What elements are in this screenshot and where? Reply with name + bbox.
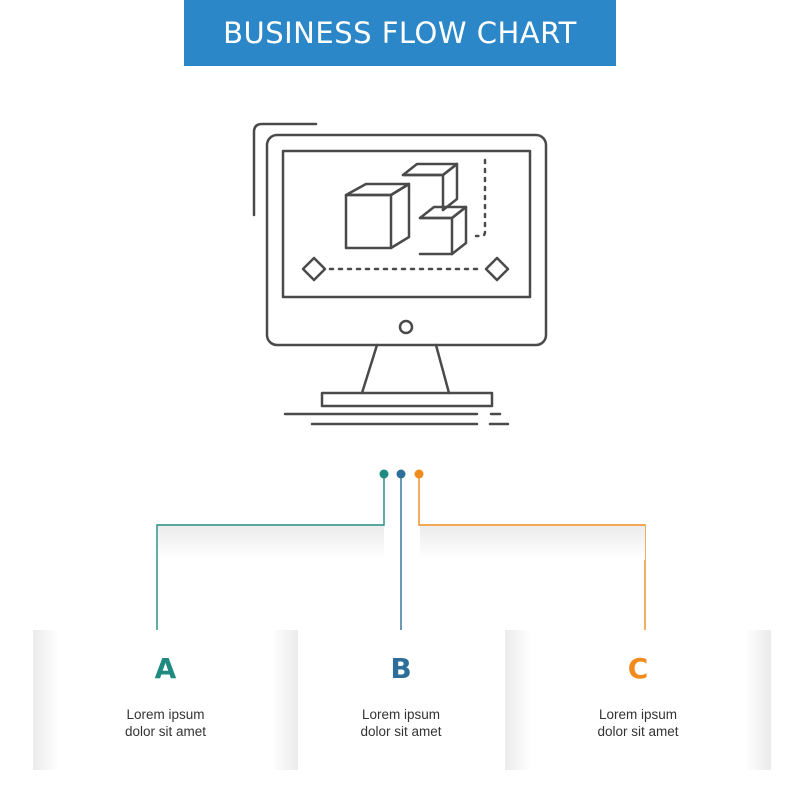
step-description: Lorem ipsum dolor sit amet (124, 707, 207, 739)
title-banner: BUSINESS FLOW CHART (184, 0, 616, 66)
power-button-icon (398, 319, 414, 335)
step-letter: A (154, 652, 177, 685)
base-lines (283, 412, 510, 426)
node-dot-c (414, 469, 424, 479)
node-dot-a (379, 469, 389, 479)
keyframe-diamond-icon (484, 256, 510, 282)
monitor-frame (265, 133, 548, 347)
branch-shade-right (420, 526, 645, 560)
step-description: Lorem ipsum dolor sit amet (597, 707, 679, 739)
step-card-a: A Lorem ipsum dolor sit amet (33, 630, 298, 770)
monitor-base (320, 391, 494, 408)
corner-bracket-icon (252, 122, 318, 217)
cube-icon (344, 182, 411, 250)
branch-shade-left (158, 526, 384, 560)
cube-icon (418, 205, 468, 256)
computer-monitor-icon (252, 122, 548, 426)
node-dot-b (396, 469, 406, 479)
step-card-c: C Lorem ipsum dolor sit amet (505, 630, 771, 770)
page-title: BUSINESS FLOW CHART (223, 16, 577, 50)
step-letter: C (627, 652, 649, 685)
step-card-b: B Lorem ipsum dolor sit amet (298, 630, 504, 770)
motion-path (474, 158, 487, 238)
step-letter: B (390, 652, 412, 685)
keyframe-diamond-icon (301, 256, 327, 282)
step-description: Lorem ipsum dolor sit amet (360, 707, 442, 739)
monitor-screen (281, 149, 532, 299)
monitor-stand (360, 343, 451, 395)
cube-icon (401, 162, 459, 212)
